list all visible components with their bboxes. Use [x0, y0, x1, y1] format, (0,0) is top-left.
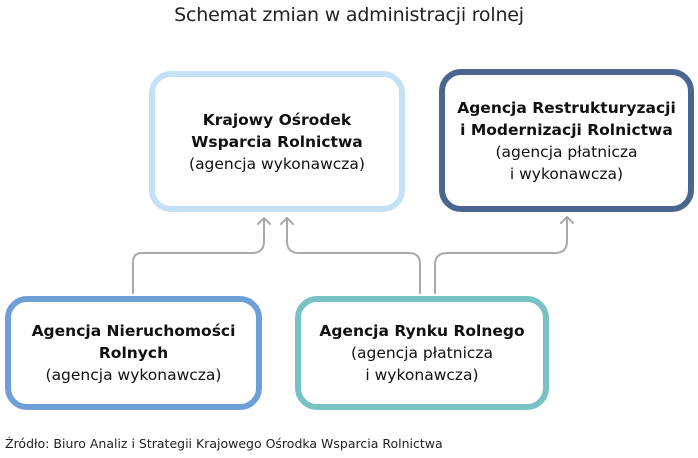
- arrow-anr-to-kowr: [132, 217, 265, 294]
- box-agencja-nieruchomosci-rolnych: Agencja Nieruchomości Rolnych (agencja w…: [5, 296, 262, 410]
- box-name: Krajowy Ośrodek Wsparcia Rolnictwa: [191, 110, 363, 151]
- box-name: Agencja Restrukturyzacji i Modernizacji …: [457, 98, 676, 139]
- box-role: (agencja wykonawcza): [45, 366, 222, 384]
- box-name: Agencja Nieruchomości Rolnych: [31, 322, 236, 362]
- box-krajowy-osrodek-wsparcia-rolnictwa: Krajowy Ośrodek Wsparcia Rolnictwa (agen…: [149, 71, 405, 212]
- box-role: (agencja płatnicza i wykonawcza): [350, 344, 494, 384]
- box-agencja-rynku-rolnego: Agencja Rynku Rolnego (agencja płatnicza…: [295, 296, 549, 410]
- diagram-title: Schemat zmian w administracji rolnej: [174, 4, 524, 26]
- box-name: Agencja Rynku Rolnego: [319, 322, 525, 340]
- box-role: (agencja wykonawcza): [189, 154, 365, 173]
- source-note: Źródło: Biuro Analiz i Strategii Krajowe…: [5, 436, 443, 451]
- arrow-arr-to-arimr: [434, 216, 568, 294]
- box-agencja-restrukturyzacji-i-modernizacji-rolnictwa: Agencja Restrukturyzacji i Modernizacji …: [439, 69, 694, 212]
- arrow-arr-to-kowr: [286, 217, 421, 294]
- box-role: (agencja płatnicza i wykonawcza): [495, 142, 638, 183]
